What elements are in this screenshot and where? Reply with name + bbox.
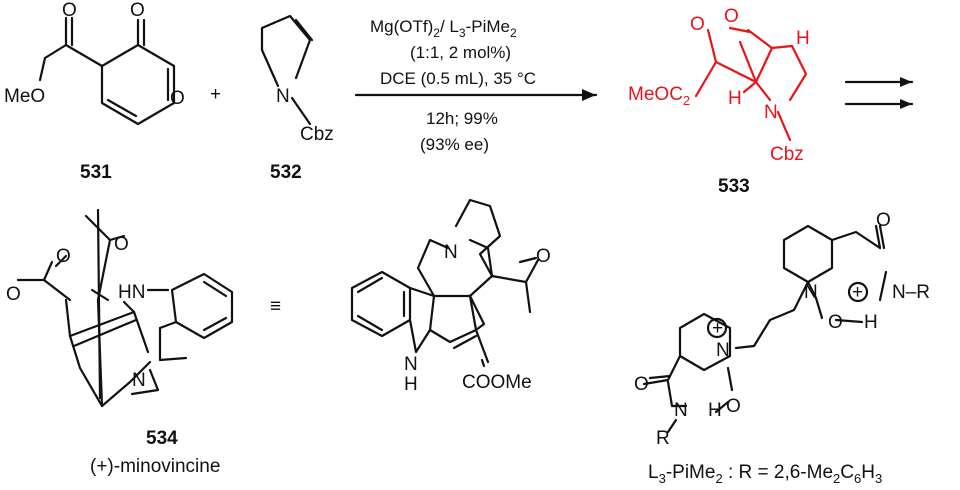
condition-time-yield: 12h; 99%: [426, 109, 498, 128]
product-bridge-o: O: [724, 6, 739, 27]
ligand-nr-top: N–R: [892, 282, 930, 303]
product-cbz: Cbz: [770, 144, 804, 165]
target2d-ester: COOMe: [462, 372, 532, 393]
compound-531: O O MeO O 531: [4, 0, 185, 183]
reaction-conditions: Mg(OTf)2/ L3-PiMe2 (1:1, 2 mol%) DCE (0.…: [370, 17, 536, 154]
condition-ratio: (1:1, 2 mol%): [410, 43, 511, 62]
ligand-amide-o-bottom: O: [634, 374, 649, 395]
target-ester-o1: O: [56, 246, 71, 267]
target-ketone-o: O: [114, 234, 129, 255]
condition-ee: (93% ee): [420, 135, 489, 154]
ligand-n-plus-top: N: [804, 282, 818, 303]
pyrroline-cbz: Cbz: [300, 124, 334, 145]
pyranone-carbonyl-o: O: [130, 0, 145, 21]
target-name: (+)-minovincine: [90, 456, 220, 477]
target-ester-o2: O: [6, 284, 21, 305]
ligand-h-top: H: [864, 312, 878, 333]
ligand-o-top: O: [828, 312, 843, 333]
plus-sign: +: [210, 84, 221, 105]
reaction-arrow: [354, 89, 598, 101]
target2d-nh-h: H: [404, 374, 418, 395]
condition-catalyst: Mg(OTf)2/ L3-PiMe2: [370, 17, 517, 40]
product-h-top: H: [796, 28, 810, 49]
target-n: N: [132, 370, 146, 391]
pyranone-ring-o: O: [170, 88, 185, 109]
ligand-charge-top: +: [852, 282, 863, 303]
ligand-structure: O N + N–R O H N + O O N H R L3-PiMe2 : R…: [634, 210, 930, 486]
pyrroline-n: N: [276, 86, 290, 107]
multistep-arrows: [844, 77, 914, 109]
compound-number-534: 534: [146, 428, 178, 449]
equivalence-symbol: ≡: [270, 296, 281, 317]
ligand-charge-bottom: +: [712, 318, 723, 339]
compound-534-2d: N N H O COOMe: [350, 198, 551, 395]
product-ester: MeOC2: [628, 84, 690, 108]
compound-532: N Cbz 532: [260, 14, 334, 183]
ligand-h-bottom: H: [708, 400, 722, 421]
ligand-caption: L3-PiMe2 : R = 2,6-Me2C6H3: [648, 462, 882, 486]
compound-number-532: 532: [270, 162, 302, 183]
compound-number-533: 533: [718, 176, 750, 197]
compound-534-3d: O O O HN N 534 (+)-minovincine: [6, 208, 234, 477]
condition-solvent: DCE (0.5 mL), 35 °C: [380, 69, 536, 88]
product-h-bottom: H: [728, 88, 742, 109]
ligand-amide-o-top: O: [876, 210, 891, 231]
product-carbonyl-o: O: [690, 14, 705, 35]
target-nh: HN: [118, 282, 145, 303]
target2d-ketone-o: O: [536, 246, 551, 267]
ligand-r-bottom: R: [656, 428, 670, 449]
compound-533: O O MeOC2 H H N Cbz 533: [628, 6, 810, 197]
compound-number-531: 531: [80, 162, 112, 183]
ligand-n-lower: N: [674, 400, 688, 421]
product-n: N: [764, 102, 778, 123]
ligand-o-bottom: O: [726, 396, 741, 417]
ligand-n-plus-bottom: N: [716, 340, 730, 361]
target2d-n: N: [444, 242, 458, 263]
target2d-nh-n: N: [404, 354, 418, 375]
ester-carbonyl-o: O: [62, 0, 77, 21]
ester-methoxy: MeO: [4, 86, 45, 107]
